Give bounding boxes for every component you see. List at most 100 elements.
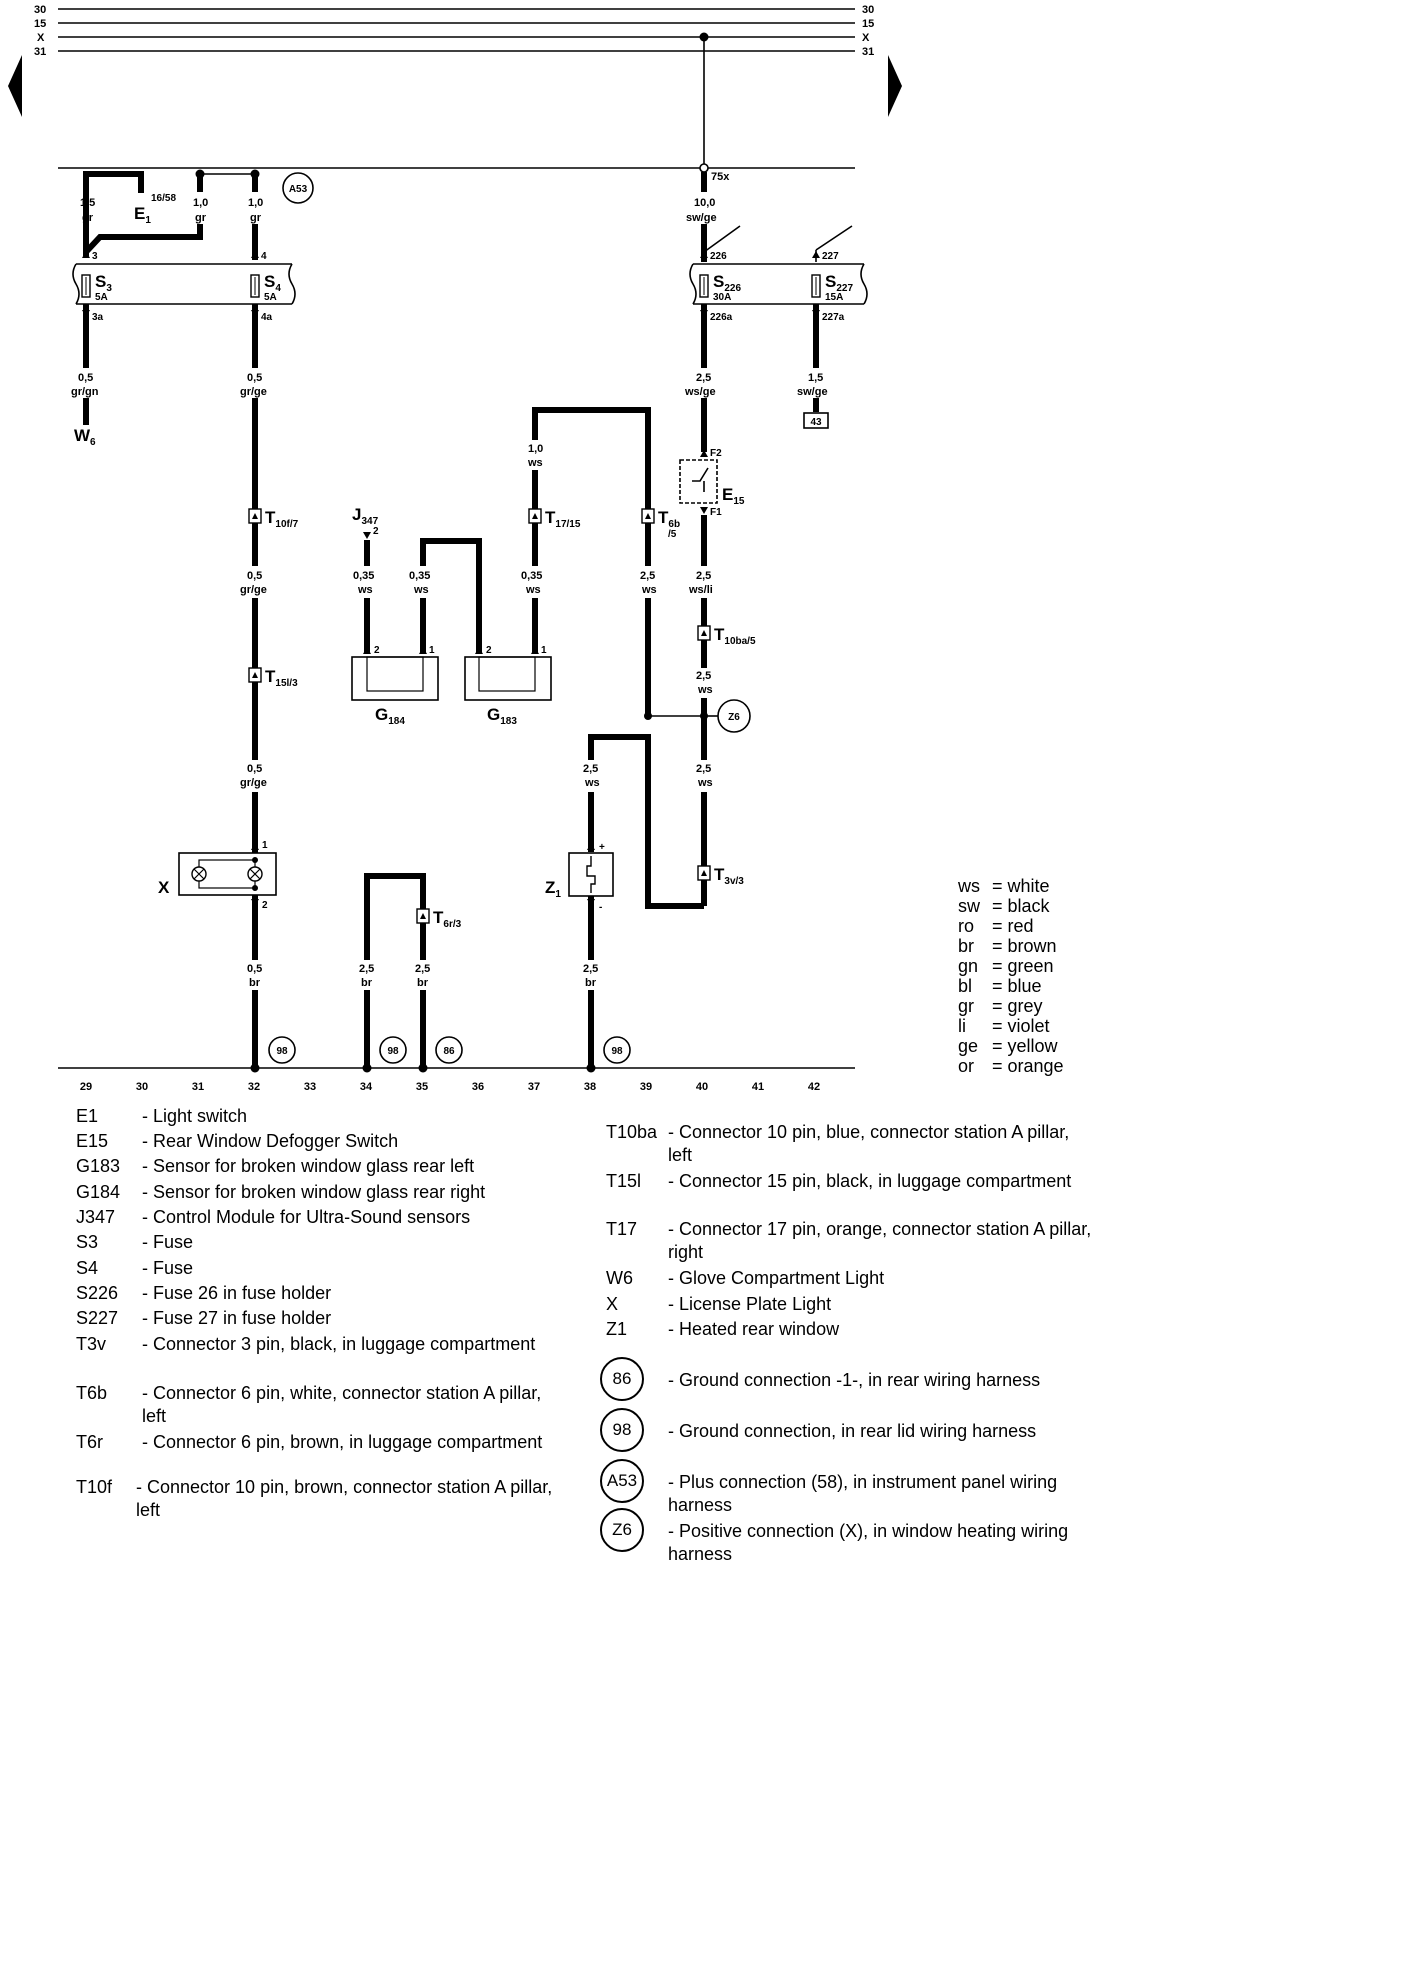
e1-label: E1: [134, 204, 151, 226]
svg-text:4a: 4a: [261, 312, 273, 323]
bus-labels-left: 30 15 X 31: [34, 4, 46, 58]
track-number: 32: [248, 1081, 260, 1093]
color-name: = violet: [992, 1016, 1050, 1036]
svg-text:S226: S226: [713, 272, 741, 294]
ref-43: 43: [803, 412, 829, 429]
bus-labels-right: 30 15 X 31: [862, 4, 874, 58]
color-w6: gr/gn: [71, 386, 99, 398]
color-name: = black: [992, 896, 1050, 916]
color-col34: br: [361, 977, 373, 989]
gauge-s4-out: 0,5: [247, 372, 262, 384]
svg-text:226: 226: [710, 251, 727, 262]
gauge-main-in: 10,0: [694, 197, 715, 209]
color-abbr: ro: [958, 916, 975, 936]
color-t10f-t15l: gr/ge: [240, 584, 267, 596]
arrow-left-icon[interactable]: [8, 55, 22, 117]
color-abbr: li: [958, 1016, 966, 1036]
gauge-x-gnd: 0,5: [247, 963, 262, 975]
legend-circle-code: A53: [600, 1459, 644, 1503]
fuse-s227: S227 15A 227 227a: [811, 251, 853, 323]
legend-code: G183: [76, 1156, 121, 1176]
legend-circle-description: - Plus connection (58), in instrument pa…: [668, 1472, 1058, 1515]
legend-code: T17: [606, 1219, 638, 1239]
legend-description: - Heated rear window: [668, 1319, 840, 1339]
color-z6-t3v: ws: [697, 777, 713, 789]
gauge-col35: 2,5: [415, 963, 430, 975]
gauge-e1-mid: 1,0: [193, 197, 208, 209]
track-number: 37: [528, 1081, 540, 1093]
gauge-g183-top: 1,0: [528, 443, 543, 455]
bus-label-15-left: 15: [34, 18, 46, 30]
svg-text:2: 2: [486, 645, 492, 656]
legend-code: S226: [76, 1283, 119, 1303]
svg-text:T6b: T6b: [658, 508, 680, 530]
color-abbr: br: [958, 936, 975, 956]
color-j347: ws: [357, 584, 373, 596]
track-number: 39: [640, 1081, 652, 1093]
color-abbr: ws: [958, 876, 980, 896]
legend-description: - Connector 6 pin, white, connector stat…: [142, 1383, 542, 1426]
svg-text:A53: A53: [289, 184, 308, 195]
connector-t3v3: T3v/3: [697, 865, 744, 887]
svg-text:5A: 5A: [95, 292, 108, 303]
legend-description: - Connector 10 pin, brown, connector sta…: [136, 1477, 553, 1520]
gauge-z1-gnd: 2,5: [583, 963, 598, 975]
bus-label-31-right: 31: [862, 46, 874, 58]
color-key-row: br= brown: [958, 936, 1064, 956]
color-z1-in: ws: [584, 777, 600, 789]
legend-description: - Fuse: [142, 1258, 194, 1278]
svg-text:15A: 15A: [825, 292, 843, 303]
color-s4-out: gr/ge: [240, 386, 267, 398]
track-number: 35: [416, 1081, 428, 1093]
svg-text:1: 1: [262, 840, 268, 851]
svg-text:2: 2: [374, 645, 380, 656]
color-key-row: bl= blue: [958, 976, 1064, 996]
color-abbr: sw: [958, 896, 980, 916]
color-key-row: sw = black: [958, 896, 1064, 916]
color-key-row: ge= yellow: [958, 1036, 1064, 1056]
gauge-e1-in: 1,5: [80, 197, 95, 209]
ground-98-a: 98: [268, 1036, 296, 1064]
gauge-t10f-t15l: 0,5: [247, 570, 262, 582]
color-s226-out: ws/ge: [684, 386, 716, 398]
color-key-row: gr= grey: [958, 996, 1064, 1016]
color-e15-out: ws/li: [688, 584, 713, 596]
track-number: 36: [472, 1081, 484, 1093]
color-abbr: ge: [958, 1036, 979, 1056]
arrow-right-icon[interactable]: [888, 55, 902, 117]
legend-code: S4: [76, 1258, 99, 1278]
fuse-block-right: [689, 263, 868, 305]
svg-text:Z6: Z6: [728, 712, 740, 723]
svg-text:1: 1: [541, 645, 547, 656]
legend-code: Z1: [606, 1319, 628, 1339]
legend-code: T15l: [606, 1171, 642, 1191]
color-t6b: ws: [641, 584, 657, 596]
svg-text:3: 3: [92, 251, 98, 262]
svg-text:5A: 5A: [264, 292, 277, 303]
svg-text:227: 227: [822, 251, 839, 262]
legend-code: T10f: [76, 1477, 113, 1497]
color-name: = red: [992, 916, 1034, 936]
track-number: 38: [584, 1081, 596, 1093]
legend-description: - Fuse 27 in fuse holder: [142, 1308, 332, 1328]
connector-t15l3: T15l/3: [248, 667, 298, 689]
svg-text:/5: /5: [668, 529, 677, 540]
track-number: 42: [808, 1081, 820, 1093]
wire-e1-to-s3: [83, 198, 203, 256]
svg-text:T6r/3: T6r/3: [433, 908, 462, 930]
svg-text:F1: F1: [710, 507, 722, 518]
color-key-row: ro = red: [958, 916, 1064, 936]
wiring-diagram: 30 15 X 31 30 15 X 31 75x E1 16/58 A53 1…: [8, 4, 902, 1093]
fuse-s226: S226 30A 226 226a: [699, 251, 741, 323]
svg-text:30A: 30A: [713, 292, 731, 303]
track-number: 31: [192, 1081, 204, 1093]
legend-description: - Sensor for broken window glass rear ri…: [142, 1182, 486, 1202]
legend-circle-description: - Ground connection -1-, in rear wiring …: [668, 1370, 1041, 1390]
legend-description: - Connector 3 pin, black, in luggage com…: [142, 1334, 536, 1354]
gauge-z1-in: 2,5: [583, 763, 598, 775]
a53-plus-connection: A53: [282, 172, 314, 204]
svg-text:G184: G184: [375, 705, 405, 727]
legend-description: - Light switch: [142, 1106, 248, 1126]
svg-text:+: +: [599, 842, 605, 853]
